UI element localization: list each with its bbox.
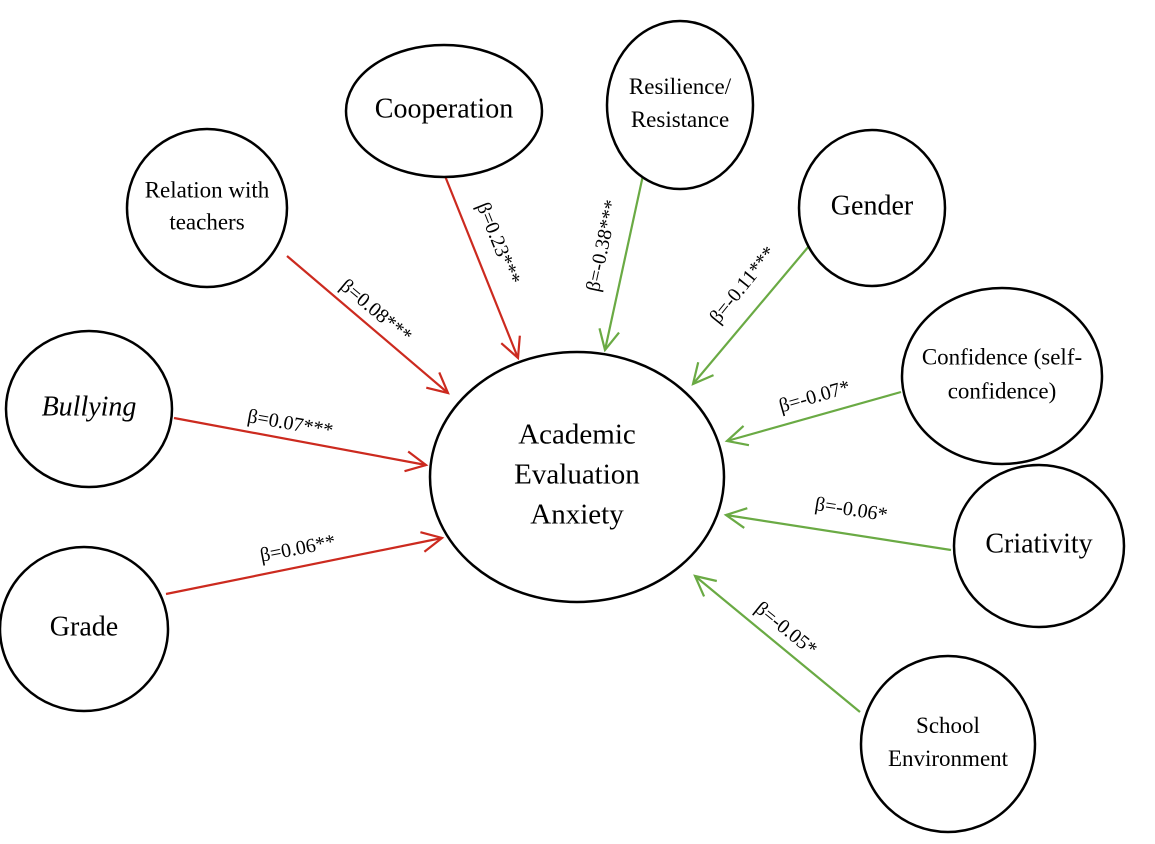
arrowhead-school	[693, 574, 718, 597]
arrowhead-criativity	[723, 507, 748, 529]
edge-bullying	[173, 416, 429, 473]
arrowhead-confidence	[724, 425, 750, 447]
node-bullying-label: Bullying	[42, 391, 137, 422]
node-relation-label: Relation with	[145, 177, 270, 202]
node-criativity-ellipse	[952, 463, 1126, 629]
node-anxiety-label: Anxiety	[530, 499, 624, 531]
edge-gender	[691, 245, 810, 386]
node-criativity-label: Criativity	[985, 528, 1092, 559]
node-confidence-ellipse	[900, 286, 1104, 466]
node-resilience-ellipse	[605, 19, 755, 191]
edge-label-bullying: β=0.07***	[246, 405, 335, 442]
edge-label-cooperation: β=0.23***	[472, 199, 525, 287]
edge-school	[693, 574, 861, 713]
arrowhead-relation	[426, 371, 450, 395]
node-anxiety-label: Academic	[518, 419, 636, 451]
edge-resilience	[598, 165, 647, 353]
node-school-ellipse	[859, 654, 1037, 834]
edge-line-grade	[165, 536, 443, 596]
node-resilience-label: Resilience/	[629, 74, 732, 99]
node-relation: Relation with teachers	[125, 127, 289, 289]
node-gender-label: Gender	[831, 190, 914, 221]
edge-label-gender: β=-0.11***	[705, 242, 780, 328]
edge-criativity	[723, 507, 952, 552]
node-confidence-label: confidence)	[948, 378, 1057, 403]
node-criativity: Criativity	[952, 463, 1126, 629]
node-anxiety-label: Evaluation	[514, 459, 640, 491]
node-grade: Grade	[0, 545, 170, 713]
node-bullying: Bullying	[4, 329, 174, 489]
arrowhead-gender	[691, 361, 714, 386]
edge-label-resilience: β=-0.38***	[582, 198, 623, 294]
edge-line-resilience	[603, 165, 647, 351]
node-grade-ellipse	[0, 545, 170, 713]
node-cooperation-label: Cooperation	[375, 93, 513, 124]
node-confidence: Confidence (self-confidence)	[900, 286, 1104, 466]
edge-line-school	[694, 575, 861, 713]
node-grade-label: Grade	[50, 611, 118, 642]
node-bullying-ellipse	[4, 329, 174, 489]
arrowhead-resilience	[598, 328, 620, 353]
edge-line-gender	[692, 245, 810, 385]
edge-cooperation	[441, 170, 521, 361]
node-cooperation-ellipse	[344, 43, 544, 179]
edge-confidence	[724, 390, 902, 447]
edge-line-criativity	[725, 513, 952, 552]
edge-line-bullying	[173, 416, 427, 467]
node-gender: Gender	[797, 128, 947, 288]
edge-line-cooperation	[441, 170, 520, 359]
node-anxiety-ellipse	[428, 350, 726, 604]
node-relation-ellipse	[125, 127, 289, 289]
edge-label-criativity: β=-0.06*	[813, 493, 889, 526]
node-cooperation: Cooperation	[344, 43, 544, 179]
arrowhead-bullying	[404, 450, 429, 473]
node-relation-label: teachers	[169, 209, 244, 234]
edge-grade	[165, 531, 445, 596]
edge-label-relation: β=0.08***	[336, 275, 416, 347]
edge-relation	[286, 255, 450, 395]
node-resilience-label: Resistance	[631, 107, 729, 132]
node-resilience: Resilience/Resistance	[605, 19, 755, 191]
edge-line-confidence	[726, 390, 902, 443]
arrowhead-cooperation	[500, 335, 521, 361]
arrowhead-grade	[420, 531, 445, 553]
node-school-label: Environment	[888, 746, 1009, 771]
node-gender-ellipse	[797, 128, 947, 288]
edge-line-relation	[286, 255, 449, 394]
node-confidence-label: Confidence (self-	[922, 344, 1082, 369]
node-school-label: School	[916, 713, 980, 738]
edge-label-confidence: β=-0.07*	[776, 376, 852, 417]
